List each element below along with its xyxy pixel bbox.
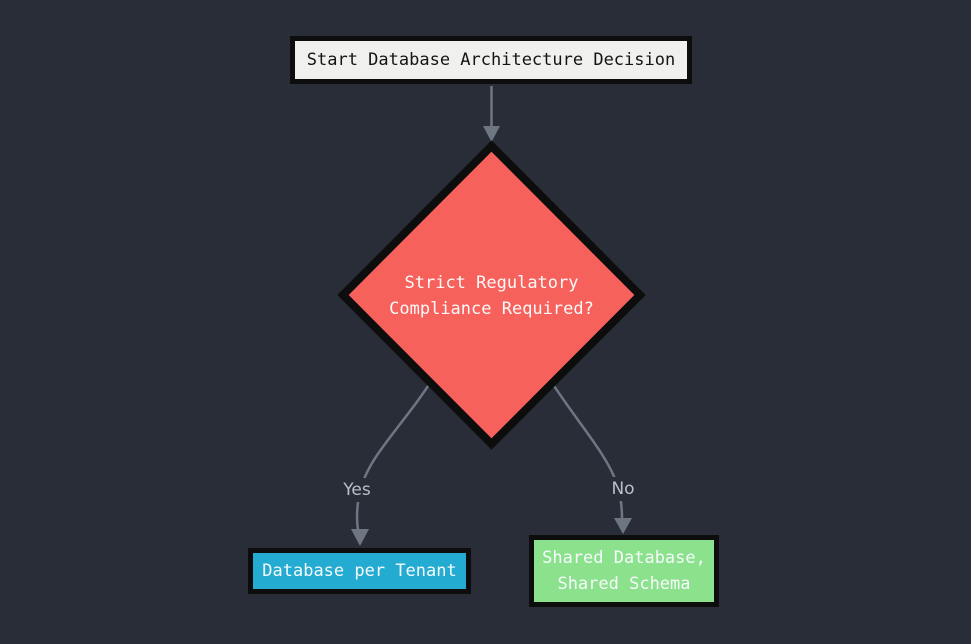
node-start: Start Database Architecture Decision	[290, 36, 692, 84]
node-decision-label: Strict Regulatory Compliance Required?	[389, 273, 594, 319]
node-start-label: Start Database Architecture Decision	[306, 50, 676, 70]
edge-label-no: No	[605, 477, 641, 501]
edge-yes	[355, 371, 439, 531]
node-shared-database: Shared Database, Shared Schema	[529, 535, 719, 607]
edge-label-yes: Yes	[337, 478, 377, 502]
node-database-per-tenant: Database per Tenant	[248, 548, 471, 594]
node-yes-result-label: Database per Tenant	[262, 561, 457, 581]
node-no-result-label: Shared Database, Shared Schema	[542, 548, 706, 594]
arrowhead-no-icon	[614, 518, 632, 534]
arrowhead-start-to-decision-icon	[483, 126, 500, 142]
decision-diamond-shape	[337, 140, 646, 450]
arrowhead-yes-icon	[351, 529, 369, 546]
edge-no	[543, 371, 624, 519]
